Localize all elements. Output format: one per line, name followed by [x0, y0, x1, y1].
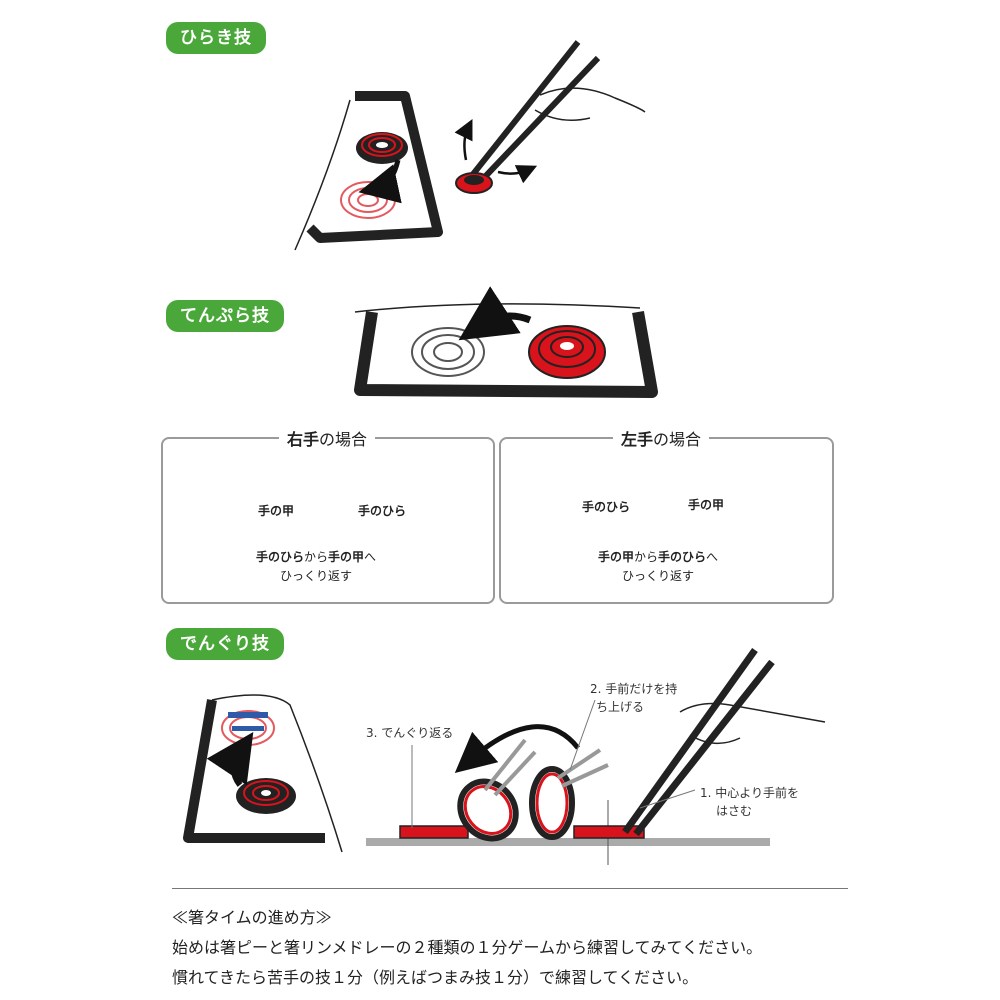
- hiraki-tray: [294, 91, 443, 251]
- left-hand-label-palm: 手のひら: [582, 500, 631, 514]
- left-hand-box: 左手の場合: [499, 426, 834, 604]
- denguri-tray: [183, 694, 343, 853]
- footer-divider: [172, 888, 848, 889]
- denguri-step-1: 1. 中心より手前を はさむ: [700, 786, 800, 818]
- denguri-ring-upright: [529, 748, 609, 840]
- denguri-move-arrow: [206, 732, 254, 787]
- denguri-chopsticks-hand: [622, 647, 826, 837]
- left-hand-caption: 手の甲から手のひらへ ひっくり返す: [598, 550, 719, 583]
- denguri-ring-tilted: [457, 738, 537, 842]
- left-hand-title: 左手の場合: [613, 426, 710, 450]
- tenpura-ring-red: [528, 325, 606, 379]
- left-hand-label-back: 手の甲: [688, 498, 725, 512]
- badge-denguri: でんぐり技: [166, 628, 284, 660]
- tenpura-ring-target: [411, 327, 485, 377]
- right-hand-label-palm: 手のひら: [358, 504, 407, 518]
- hiraki-ring-dark: [356, 132, 408, 164]
- denguri-step-2: 2. 手前だけを持 ち上げる: [590, 682, 678, 714]
- tenpura-move-arrow: [458, 286, 532, 341]
- badge-hiraki: ひらき技: [166, 22, 266, 54]
- footer-heading: ≪箸タイムの進め方≫: [172, 908, 332, 927]
- hiraki-move-arrow: [358, 159, 402, 204]
- hiraki-arrow-right: [497, 165, 538, 184]
- denguri-leader-2: [569, 699, 596, 771]
- denguri-ring-dark: [236, 778, 296, 814]
- footer-line-2: 慣れてきたら苦手の技１分（例えばつまみ技１分）で練習してください。: [172, 968, 699, 987]
- denguri-flip-arrow: [454, 724, 580, 774]
- footer-line-1: 始めは箸ピーと箸リンメドレーの２種類の１分ゲームから練習してみてください。: [172, 938, 763, 957]
- denguri-step-3: 3. でんぐり返る: [366, 726, 454, 740]
- denguri-leader-1: [639, 789, 696, 809]
- hiraki-chopsticks: [455, 40, 646, 194]
- denguri-ring-flat-left: [399, 825, 469, 839]
- denguri-ring-target: [221, 710, 275, 746]
- hiraki-arrow-up: [454, 119, 473, 161]
- right-hand-caption: 手のひらから手の甲へ ひっくり返す: [256, 550, 377, 583]
- right-hand-title: 右手の場合: [279, 426, 376, 450]
- badge-tenpura: てんぷら技: [166, 300, 284, 332]
- right-hand-label-back: 手の甲: [258, 504, 295, 518]
- right-hand-box: 右手の場合: [161, 426, 495, 604]
